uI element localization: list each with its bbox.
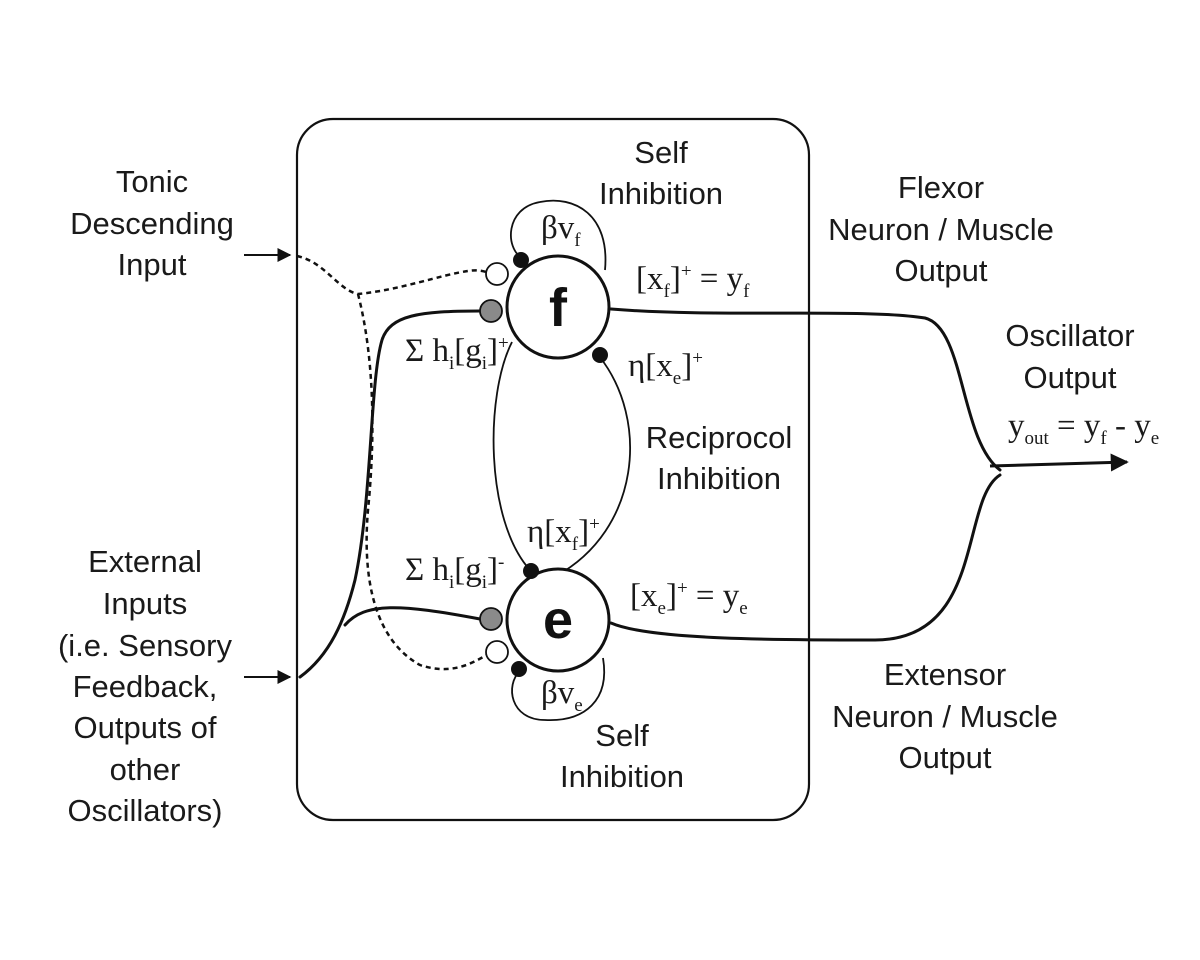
svg-text:Inhibition: Inhibition — [560, 759, 684, 794]
oscillator-output-label: Oscillator Output — [1005, 318, 1134, 395]
reciprocal-loop — [492, 341, 531, 571]
beta-vf-equation: βvf — [541, 210, 581, 251]
svg-text:Self: Self — [595, 718, 649, 753]
svg-text:Self: Self — [634, 135, 688, 170]
external-path-to-f — [298, 309, 482, 679]
extensor-output-label: Extensor Neuron / Muscle Output — [832, 657, 1058, 775]
svg-text:Output: Output — [894, 253, 987, 288]
self-inhibition-loop-e — [511, 657, 606, 721]
tonic-synapse-e — [485, 640, 509, 664]
reciprocal-synapse-e — [523, 563, 539, 579]
svg-text:Flexor: Flexor — [898, 170, 984, 205]
tonic-input-label: Tonic Descending Input — [70, 164, 234, 282]
svg-text:Output: Output — [898, 740, 991, 775]
external-synapse-e — [479, 607, 503, 631]
svg-text:External: External — [88, 544, 202, 579]
flexor-output-path — [609, 307, 1002, 472]
self-inhibit-synapse-e — [511, 661, 527, 677]
svg-text:other: other — [110, 752, 181, 787]
extensor-output-path — [609, 473, 1002, 642]
svg-text:Outputs of: Outputs of — [73, 710, 216, 745]
oscillator-output-equation: yout = yf - ye — [1008, 408, 1159, 449]
extensor-neuron: e — [505, 567, 611, 673]
xf-output-equation: [xf]+ = yf — [636, 261, 750, 302]
tonic-synapse-f — [485, 262, 509, 286]
external-input-label: External Inputs (i.e. Sensory Feedback, … — [58, 544, 233, 828]
svg-text:Inhibition: Inhibition — [599, 176, 723, 211]
beta-ve-equation: βve — [541, 675, 583, 716]
self-inhibition-loop-f — [510, 199, 607, 271]
svg-text:Extensor: Extensor — [884, 657, 1006, 692]
oscillator-box — [295, 117, 811, 822]
external-path-to-e — [343, 606, 482, 627]
svg-text:Input: Input — [118, 247, 187, 282]
svg-text:Descending: Descending — [70, 206, 234, 241]
svg-text:Oscillator: Oscillator — [1005, 318, 1134, 353]
flexor-output-label: Flexor Neuron / Muscle Output — [828, 170, 1054, 288]
reciprocal-loop-right — [555, 355, 631, 577]
extensor-neuron-label: e — [543, 590, 573, 650]
xe-output-equation: [xe]+ = ye — [630, 578, 748, 619]
svg-text:Inputs: Inputs — [103, 586, 187, 621]
svg-text:Inhibition: Inhibition — [657, 461, 781, 496]
svg-text:Neuron / Muscle: Neuron / Muscle — [828, 212, 1054, 247]
tonic-path-to-e — [356, 293, 491, 671]
eta-xe-equation: η[xe]+ — [628, 348, 703, 389]
self-inhibition-top-label: Self Inhibition — [599, 135, 723, 211]
flexor-neuron: f — [505, 254, 611, 360]
svg-text:(i.e. Sensory: (i.e. Sensory — [58, 628, 233, 663]
external-synapse-f — [479, 299, 503, 323]
self-inhibition-bottom-label: Self Inhibition — [560, 718, 684, 794]
svg-text:Feedback,: Feedback, — [73, 669, 218, 704]
flexor-neuron-label: f — [549, 278, 568, 338]
svg-text:Reciprocol: Reciprocol — [646, 420, 792, 455]
svg-text:Output: Output — [1023, 360, 1116, 395]
reciprocal-inhibition-label: Reciprocol Inhibition — [646, 420, 792, 496]
sum-excitatory-e-equation: Σ hi[gi]- — [405, 552, 504, 593]
reciprocal-synapse-f — [592, 347, 608, 363]
sum-excitatory-f-equation: Σ hi[gi]+ — [405, 333, 509, 374]
self-inhibit-synapse-f — [513, 252, 529, 268]
tonic-path-to-f — [296, 254, 491, 296]
oscillator-output-arrow — [989, 453, 1129, 472]
svg-text:Tonic: Tonic — [116, 164, 188, 199]
svg-text:Neuron / Muscle: Neuron / Muscle — [832, 699, 1058, 734]
svg-text:Oscillators): Oscillators) — [67, 793, 222, 828]
eta-xf-equation: η[xf]+ — [527, 514, 600, 555]
